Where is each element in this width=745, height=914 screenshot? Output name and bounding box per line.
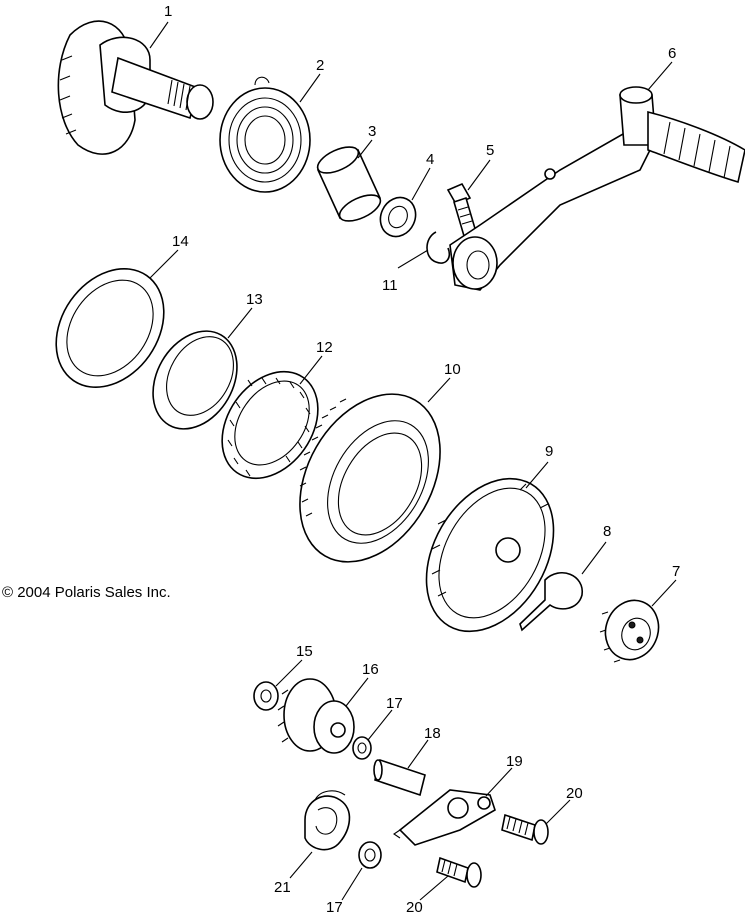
part-20-screw-right xyxy=(501,813,549,845)
part-14-ring xyxy=(55,267,165,389)
part-19-lever xyxy=(393,789,496,846)
callout-8: 8 xyxy=(603,523,611,540)
part-10-ring-gear xyxy=(299,393,441,563)
part-21-spring xyxy=(304,790,351,851)
callout-10: 10 xyxy=(444,361,461,378)
part-12-bearing xyxy=(221,370,319,480)
part-9-clutch-hub xyxy=(425,477,555,633)
callout-20-right: 20 xyxy=(566,785,583,802)
callout-labels: 1 2 3 4 5 6 7 8 9 10 11 12 13 14 15 16 1… xyxy=(164,3,680,914)
callout-4: 4 xyxy=(426,151,434,168)
callout-2: 2 xyxy=(316,57,324,74)
part-2-spring xyxy=(219,76,311,193)
part-11-circlip xyxy=(426,231,451,264)
part-4-washer xyxy=(379,196,417,238)
part-7-small-gear xyxy=(599,599,660,663)
callout-21: 21 xyxy=(274,879,291,896)
callout-5: 5 xyxy=(486,142,494,159)
callout-14: 14 xyxy=(172,233,189,250)
part-20-screw-lower xyxy=(436,856,482,888)
callout-6: 6 xyxy=(668,45,676,62)
leader-lines xyxy=(149,21,677,901)
callout-11: 11 xyxy=(382,277,398,294)
callout-17-upper: 17 xyxy=(386,695,403,712)
part-6-kick-lever xyxy=(449,86,745,291)
part-17-washer-upper xyxy=(352,736,372,760)
callout-13: 13 xyxy=(246,291,263,308)
copyright-notice: © 2004 Polaris Sales Inc. xyxy=(2,584,171,601)
callout-17-lower: 17 xyxy=(326,899,343,914)
callout-7: 7 xyxy=(672,563,680,580)
callout-12: 12 xyxy=(316,339,333,356)
part-1-kick-shaft xyxy=(57,20,214,155)
part-17-washer-lower xyxy=(358,841,382,869)
part-13-race xyxy=(152,330,238,430)
part-15-washer xyxy=(253,681,279,711)
part-8-spring-clip xyxy=(519,571,583,632)
part-16-idler-gear xyxy=(277,678,355,754)
callout-3: 3 xyxy=(368,123,376,140)
callout-15: 15 xyxy=(296,643,313,660)
callout-20-lower: 20 xyxy=(406,899,423,914)
callout-16: 16 xyxy=(362,661,379,678)
callout-1: 1 xyxy=(164,3,172,20)
part-18-pin xyxy=(373,758,426,797)
part-3-bushing xyxy=(316,146,382,222)
part-5-bolt xyxy=(446,182,477,238)
callout-18: 18 xyxy=(424,725,441,742)
callout-19: 19 xyxy=(506,753,523,770)
callout-9: 9 xyxy=(545,443,553,460)
